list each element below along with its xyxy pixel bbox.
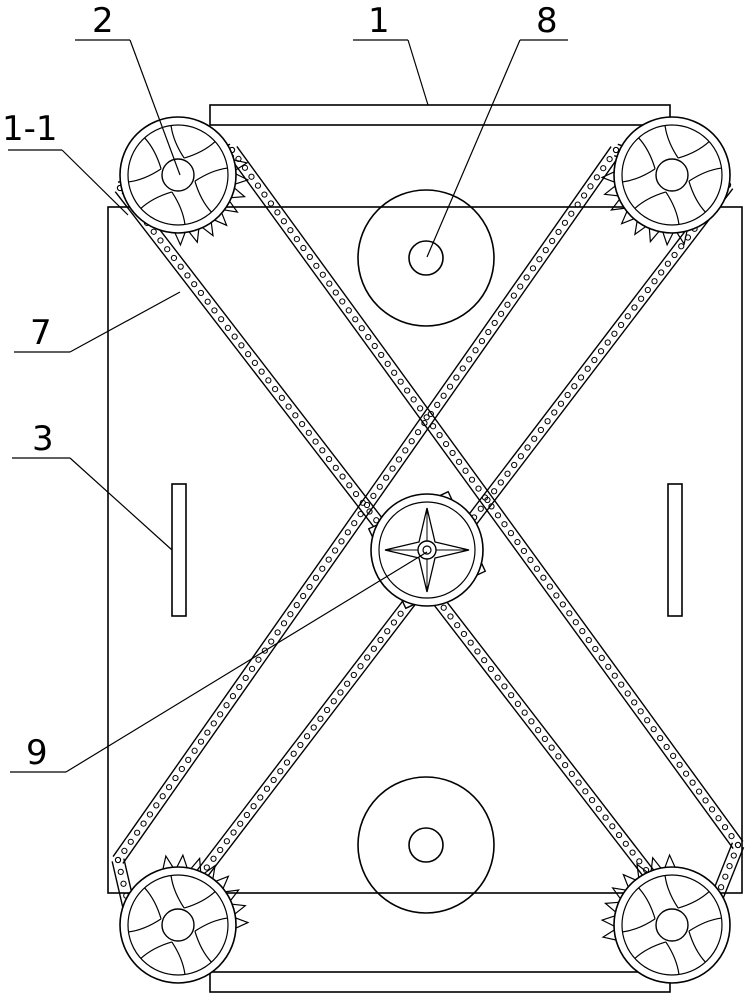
label-chain: 7: [30, 313, 52, 353]
upper-wheel: [357, 189, 495, 327]
sprocket-bottom-left: [119, 853, 250, 984]
label-wheel: 8: [536, 1, 558, 41]
label-frame-part: 1-1: [2, 109, 58, 149]
sprockets-group: [119, 116, 731, 984]
sprocket-top-right: [600, 116, 731, 247]
right-slot: [667, 483, 683, 617]
center-hub: [367, 490, 487, 610]
label-slot: 3: [32, 419, 54, 459]
chain-tr-bl-inner: [112, 146, 622, 864]
leader-lines: [8, 39, 568, 773]
sprocket-top-left: [119, 116, 250, 247]
sprocket-bottom-right: [600, 853, 731, 984]
label-frame: 1: [368, 1, 390, 41]
left-slot: [171, 483, 187, 617]
label-sprocket: 2: [92, 1, 114, 41]
chain-tl-br-inner: [226, 146, 744, 849]
label-center-hub: 9: [26, 733, 48, 773]
lower-wheel: [357, 776, 495, 914]
